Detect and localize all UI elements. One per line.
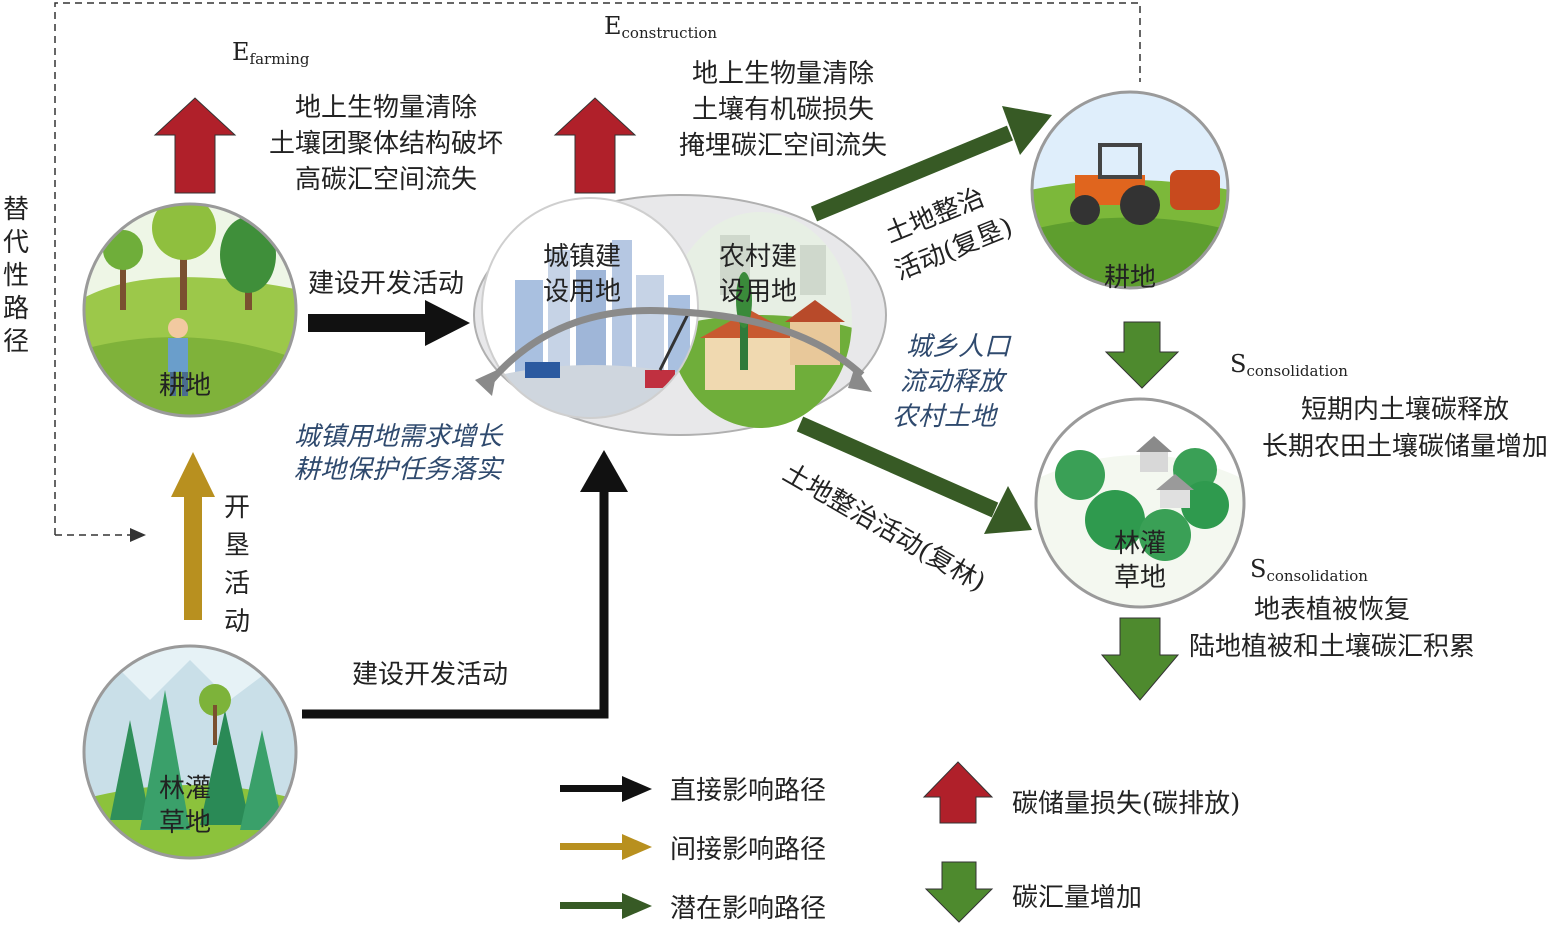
e-farming-label: Efarming <box>232 38 310 68</box>
alternative-path <box>54 2 1141 542</box>
svg-text:性: 性 <box>3 261 29 291</box>
svg-text:Sconsolidation: Sconsolidation <box>1250 555 1368 585</box>
build-activity-bottom-label: 建设开发活动 <box>352 660 508 690</box>
legend-loss: 碳储量损失(碳排放) <box>922 761 1240 824</box>
svg-text:高碳汇空间流失: 高碳汇空间流失 <box>295 165 477 195</box>
svg-text:耕地保护任务落实: 耕地保护任务落实 <box>294 455 505 485</box>
svg-text:地上生物量清除: 地上生物量清除 <box>692 59 874 89</box>
svg-text:碳汇量增加: 碳汇量增加 <box>1012 883 1142 913</box>
potential-arrow-to-forest <box>796 416 1032 534</box>
svg-text:动: 动 <box>224 607 250 637</box>
svg-text:Sconsolidation: Sconsolidation <box>1230 350 1348 380</box>
legend-indirect: 间接影响路径 <box>560 834 826 865</box>
svg-text:开: 开 <box>224 493 250 523</box>
build-activity-top-label: 建设开发活动 <box>308 269 464 299</box>
svg-text:径: 径 <box>3 327 29 357</box>
svg-text:代: 代 <box>3 228 29 258</box>
sink-effects-2: 地表植被恢复 陆地植被和土壤碳汇积累 <box>1189 595 1475 662</box>
urban-land-label-1: 城镇建 <box>543 242 621 272</box>
alternative-path-label: 替 代 性 路 径 <box>3 195 29 357</box>
svg-text:路: 路 <box>3 294 29 324</box>
forest-left-node: 林灌 草地 <box>82 644 298 860</box>
svg-text:土壤有机碳损失: 土壤有机碳损失 <box>692 95 874 125</box>
svg-text:流动释放: 流动释放 <box>900 367 1008 397</box>
svg-text:活: 活 <box>224 569 250 599</box>
forest-right-node: 林灌 草地 <box>1034 397 1246 609</box>
carbon-gain-arrow-2 <box>1100 617 1180 701</box>
indirect-arrow-forest-to-farmland <box>171 452 215 620</box>
svg-text:潜在影响路径: 潜在影响路径 <box>670 894 826 924</box>
svg-text:直接影响路径: 直接影响路径 <box>670 776 826 806</box>
farmland-right-node: 耕地 <box>1030 90 1230 293</box>
svg-text:替: 替 <box>3 195 29 225</box>
legend: 直接影响路径 间接影响路径 潜在影响路径 碳储量损失(碳排放) 碳汇量增加 <box>560 761 1240 924</box>
svg-text:农村土地: 农村土地 <box>892 402 999 432</box>
carbon-loss-arrow-farming <box>153 97 237 194</box>
forest-right-label-2: 草地 <box>1114 563 1166 593</box>
construction-land-node: 城镇建 设用地 农村建 设用地 <box>473 194 887 436</box>
svg-text:城乡人口: 城乡人口 <box>906 332 1012 362</box>
forest-right-label-1: 林灌 <box>1114 529 1166 559</box>
forest-left-label-2: 草地 <box>159 808 211 838</box>
farmland-left-label: 耕地 <box>159 371 211 401</box>
legend-potential: 潜在影响路径 <box>560 893 826 924</box>
urban-demand-drivers: 城镇用地需求增长 耕地保护任务落实 <box>294 422 505 485</box>
svg-text:短期内土壤碳释放: 短期内土壤碳释放 <box>1301 395 1509 425</box>
legend-direct: 直接影响路径 <box>560 776 826 806</box>
carbon-gain-arrow-1 <box>1104 321 1180 389</box>
potential-arrow-to-farmland <box>810 106 1052 222</box>
svg-text:土壤团聚体结构破坏: 土壤团聚体结构破坏 <box>269 129 503 159</box>
e-construction-label: Econstruction <box>604 12 717 42</box>
direct-arrow-forest-to-construction <box>302 450 628 719</box>
farming-emission-reasons: 地上生物量清除 土壤团聚体结构破坏 高碳汇空间流失 <box>269 93 503 195</box>
svg-text:Efarming: Efarming <box>232 38 310 68</box>
rural-land-label-1: 农村建 <box>719 242 797 272</box>
svg-text:地上生物量清除: 地上生物量清除 <box>295 93 477 123</box>
direct-arrow-farmland-to-construction <box>308 300 470 346</box>
legend-gain: 碳汇量增加 <box>924 861 1142 923</box>
construction-emission-reasons: 地上生物量清除 土壤有机碳损失 掩埋碳汇空间流失 <box>679 59 887 161</box>
consolidation-forest-label: 土地整治活动(复林) <box>778 458 991 598</box>
forest-left-label-1: 林灌 <box>159 774 211 804</box>
rural-land-label-2: 设用地 <box>719 277 797 307</box>
farmland-left-node: 耕地 <box>82 202 298 418</box>
carbon-loss-arrow-construction <box>553 97 637 194</box>
urban-land-label-2: 设用地 <box>543 277 621 307</box>
farmland-right-label: 耕地 <box>1104 263 1156 293</box>
s-consolidation-label-1: Sconsolidation <box>1230 350 1348 380</box>
svg-text:掩埋碳汇空间流失: 掩埋碳汇空间流失 <box>679 131 887 161</box>
svg-text:Econstruction: Econstruction <box>604 12 717 42</box>
svg-text:垦: 垦 <box>224 531 250 561</box>
svg-text:间接影响路径: 间接影响路径 <box>670 835 826 865</box>
reclaim-activity-label: 开 垦 活 动 <box>224 493 250 637</box>
svg-text:碳储量损失(碳排放): 碳储量损失(碳排放) <box>1012 789 1240 819</box>
svg-text:城镇用地需求增长: 城镇用地需求增长 <box>294 422 504 452</box>
rural-release-drivers: 城乡人口 流动释放 农村土地 <box>892 332 1012 432</box>
consolidation-farm-label: 土地整治 活动(复垦) <box>881 183 1017 287</box>
svg-text:长期农田土壤碳储量增加: 长期农田土壤碳储量增加 <box>1262 432 1548 462</box>
svg-text:陆地植被和土壤碳汇积累: 陆地植被和土壤碳汇积累 <box>1189 632 1475 662</box>
s-consolidation-label-2: Sconsolidation <box>1250 555 1368 585</box>
sink-effects-1: 短期内土壤碳释放 长期农田土壤碳储量增加 <box>1262 395 1548 462</box>
svg-text:地表植被恢复: 地表植被恢复 <box>1254 595 1410 625</box>
